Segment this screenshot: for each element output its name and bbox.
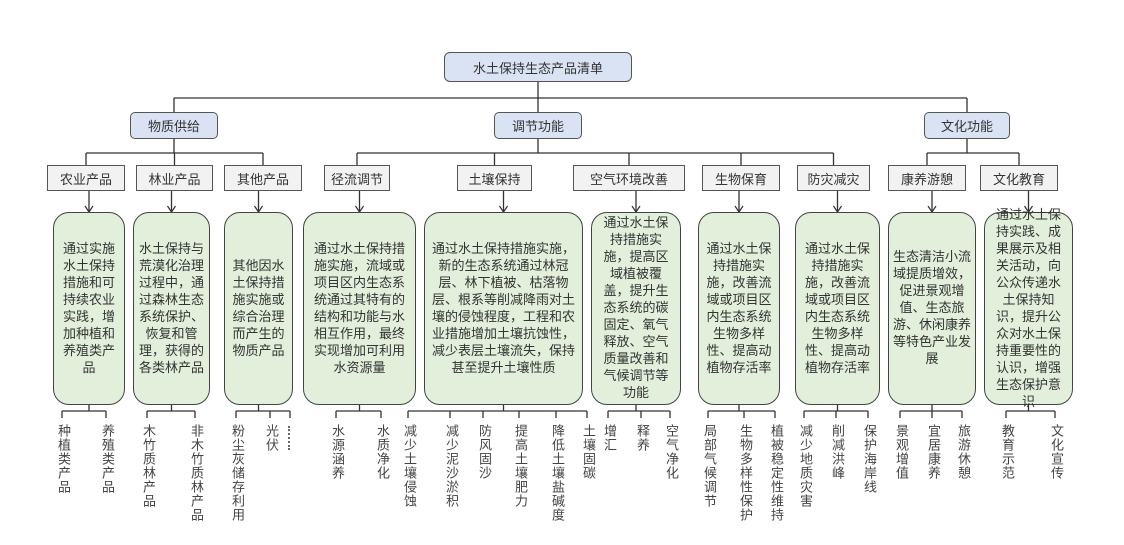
leaf-item: 空气净化 — [663, 424, 678, 480]
subcategory-node: 防灾减灾 — [797, 165, 870, 191]
leaf-item: 局部气候调节 — [701, 424, 716, 508]
subcategory-node: 径流调节 — [324, 165, 390, 191]
description-box: 通过水土保持措施实施，改善流域或项目区内生态系统生物多样性、提高动植物存活率 — [795, 212, 880, 405]
subcategory-node: 生物保育 — [702, 165, 780, 191]
leaf-item: 保护海岸线 — [861, 424, 876, 494]
leaf-item: 非木竹质林产品 — [188, 424, 203, 522]
leaf-item: 减少地质灾害 — [797, 424, 812, 508]
leaf-item: 提高土壤肥力 — [512, 424, 527, 508]
description-box: 通过水土保持措施实施，改善流域或项目区内生态系统生物多样性、提高动植物存活率 — [698, 212, 780, 405]
description-box: 通过实施水土保持措施和可持续农业实践，增加种植和养殖类产品 — [53, 212, 125, 405]
leaf-item: 木竹质林产品 — [140, 424, 155, 508]
description-box: 其他因水土保持措施实施或综合治理而产生的物质产品 — [224, 212, 293, 405]
leaf-item: 减少土壤侵蚀 — [401, 424, 416, 508]
description-box: 通过水土保持措施实施，提高区域植被覆盖，提升生态系统的碳固定、氧气释放、空气质量… — [591, 212, 681, 405]
leaf-item: 旅游休憩 — [955, 424, 970, 480]
leaf-item: 宜居康养 — [925, 424, 940, 480]
leaf-item: 减少泥沙淤积 — [443, 424, 458, 508]
root-node: 水土保持生态产品清单 — [444, 52, 632, 82]
leaf-item: 削减洪峰 — [829, 424, 844, 480]
subcategory-node: 其他产品 — [224, 165, 302, 191]
category-node: 物质供给 — [130, 112, 218, 139]
description-box: 水土保持与荒漠化治理过程中，通过森林生态系统保护、恢复和管理，获得的各类林产品 — [133, 212, 210, 405]
leaf-item: 土壤固碳 — [580, 424, 595, 480]
description-box: 通过水土保持实践、成果展示及相关活动，向公众传递水土保持知识，提升公众对水土保持… — [984, 208, 1073, 410]
subcategory-node: 康养游憩 — [888, 165, 966, 191]
description-box: 通过水土保持措施实施，流域或项目区内生态系统通过其特有的结构和功能与水相互作用，… — [303, 212, 416, 405]
description-box: 通过水土保持措施实施，新的生态系统通过林冠层、林下植被、枯落物层、根系等削减降雨… — [424, 212, 583, 405]
leaf-item: 增汇 — [601, 424, 616, 452]
leaf-item: 文化宣传 — [1048, 424, 1063, 480]
category-node: 调节功能 — [494, 112, 582, 139]
leaf-item: 水质净化 — [374, 424, 389, 480]
leaf-item: 光伏 — [263, 424, 278, 452]
subcategory-node: 文化教育 — [980, 165, 1058, 191]
more-items-ellipsis — [288, 426, 290, 450]
leaf-item: 养殖类产品 — [99, 424, 114, 494]
leaf-item: 教育示范 — [999, 424, 1014, 480]
leaf-item: 植被稳定性维持 — [768, 424, 783, 522]
description-box: 生态清洁小流域提质增效，促进景观增值、生态旅游、休闲康养等特色产业发展 — [888, 212, 976, 405]
leaf-item: 景观增值 — [893, 424, 908, 480]
category-node: 文化功能 — [924, 112, 1010, 139]
subcategory-node: 林业产品 — [136, 165, 213, 191]
leaf-item: 防风固沙 — [476, 424, 491, 480]
subcategory-node: 土壤保持 — [457, 165, 532, 191]
leaf-item: 种植类产品 — [55, 424, 70, 494]
subcategory-node: 农业产品 — [47, 165, 125, 191]
leaf-item: 生物多样性保护 — [737, 424, 752, 522]
leaf-item: 粉尘灰储存利用 — [229, 424, 244, 522]
subcategory-node: 空气环境改善 — [573, 165, 685, 191]
leaf-item: 水源涵养 — [329, 424, 344, 480]
leaf-item: 降低土壤盐碱度 — [549, 424, 564, 522]
leaf-item: 释养 — [634, 424, 649, 452]
